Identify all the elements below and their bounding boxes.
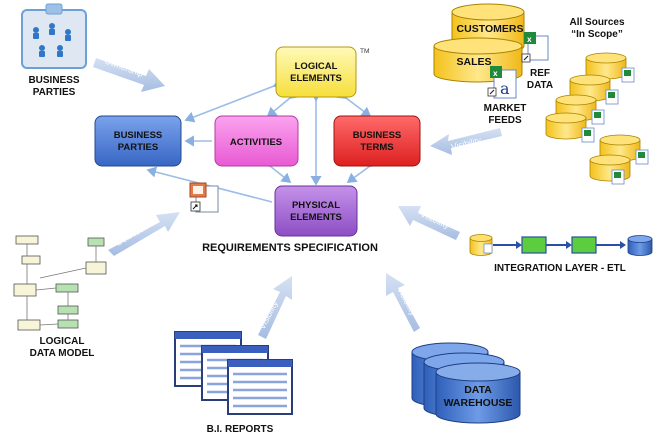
report-sheet-front xyxy=(227,359,293,415)
ref-data-line1: REF xyxy=(530,68,550,79)
logical-data-model-caption-line1: LOGICAL xyxy=(40,336,85,347)
business-parties-line1: BUSINESS xyxy=(114,130,163,141)
all-sources-stack xyxy=(545,52,649,185)
physical-elements-line2: ELEMENTS xyxy=(290,212,342,223)
etl-pipeline-icon xyxy=(469,234,653,256)
source-db-1 xyxy=(585,52,635,83)
bi-reports-icon xyxy=(174,331,293,415)
all-sources-line1: All Sources xyxy=(569,17,624,28)
source-db-4 xyxy=(545,112,595,143)
arrow-activities-physical xyxy=(260,156,292,183)
business-parties-caption-line1: BUSINESS xyxy=(28,75,79,86)
integration-layer-caption: INTEGRATION LAYER - ETL xyxy=(494,263,626,274)
svg-text:X: X xyxy=(527,37,532,44)
physical-elements-line1: PHYSICAL xyxy=(292,200,340,211)
customers-label: CUSTOMERS xyxy=(457,23,524,35)
data-warehouse-line1: DATA xyxy=(464,384,492,396)
market-feeds-line1: MARKET xyxy=(484,103,527,114)
visibility-arrow-etl: Visibility xyxy=(398,206,460,240)
ref-data-line2: DATA xyxy=(527,80,553,91)
etl-source-db-icon xyxy=(469,234,493,256)
box-logical-elements: LOGICAL ELEMENTS TM xyxy=(275,46,369,98)
data-warehouse-icon xyxy=(411,342,521,424)
visibility-arrow-warehouse: Visibility xyxy=(386,273,420,332)
market-feeds-file-icon: X a xyxy=(487,66,517,99)
definition-arrow: Definition xyxy=(108,212,180,256)
box-physical-elements: PHYSICAL ELEMENTS xyxy=(274,185,358,237)
ref-data-excel-icon: X xyxy=(521,32,549,63)
bi-reports-caption: B.I. REPORTS xyxy=(207,424,274,435)
visibility-arrow-reports: Visibility xyxy=(257,276,292,339)
business-parties-icon xyxy=(21,3,87,69)
visibility-arrow-sources: Visibility xyxy=(430,128,502,155)
logical-elements-line2: ELEMENTS xyxy=(290,73,342,84)
box-business-terms: BUSINESS TERMS xyxy=(333,115,421,167)
business-terms-line2: TERMS xyxy=(360,142,393,153)
svg-text:a: a xyxy=(500,79,510,98)
ownership-arrow: Ownership xyxy=(93,55,165,92)
etl-stage-1 xyxy=(521,236,547,254)
connector-arrows xyxy=(146,77,380,203)
sales-label: SALES xyxy=(456,56,491,68)
data-warehouse-line2: WAREHOUSE xyxy=(444,397,513,409)
arrow-logical-terms xyxy=(336,88,372,117)
logical-data-model-icon xyxy=(13,235,107,331)
etl-target-db-icon xyxy=(627,235,653,256)
visibility-label-sources: Visibility xyxy=(450,135,483,152)
requirements-spec-title: REQUIREMENTS SPECIFICATION xyxy=(202,242,378,254)
svg-text:X: X xyxy=(493,71,498,78)
arrow-terms-physical xyxy=(346,156,380,183)
source-db-6 xyxy=(589,154,631,185)
business-terms-line1: BUSINESS xyxy=(353,130,402,141)
logical-data-model-caption-line2: DATA MODEL xyxy=(30,348,95,359)
box-activities: ACTIVITIES xyxy=(214,115,299,167)
etl-stage-2 xyxy=(571,236,597,254)
business-parties-line2: PARTIES xyxy=(118,142,158,153)
all-sources-line2: “In Scope” xyxy=(571,29,623,40)
arrow-logical-parties xyxy=(184,77,284,123)
market-feeds-line2: FEEDS xyxy=(488,115,522,126)
activities-label: ACTIVITIES xyxy=(230,137,282,148)
arrow-logical-activities xyxy=(266,88,300,118)
trademark-mark: TM xyxy=(360,48,369,55)
logical-elements-line1: LOGICAL xyxy=(295,61,338,72)
document-shortcut-icon xyxy=(189,182,219,213)
business-parties-caption-line2: PARTIES xyxy=(33,87,76,98)
box-business-parties: BUSINESS PARTIES xyxy=(94,115,182,167)
